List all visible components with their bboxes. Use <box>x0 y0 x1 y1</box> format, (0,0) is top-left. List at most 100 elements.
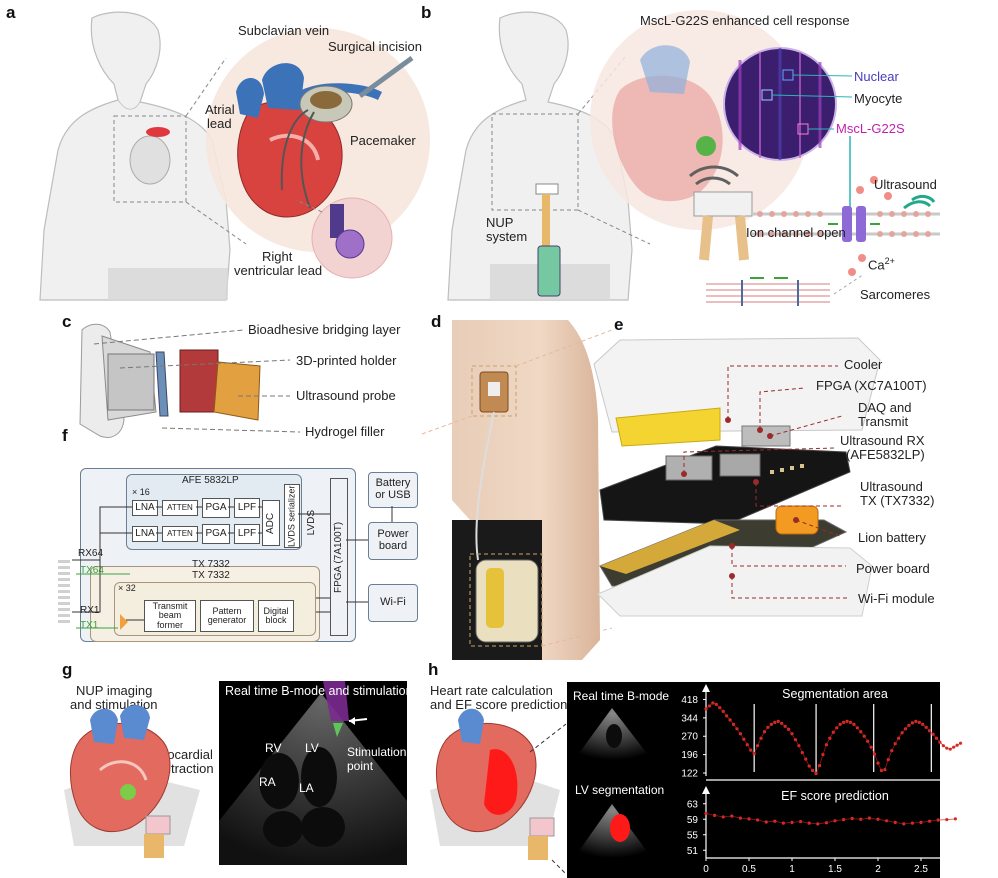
h-caption-1: Heart rate calculation <box>430 683 553 698</box>
x-tick-label: 2.5 <box>914 864 928 875</box>
label-daq: DAQ and <box>858 400 912 415</box>
x-tick-label: 0 <box>703 864 709 875</box>
label-sarcomeres: Sarcomeres <box>860 287 931 302</box>
f-wifi: Wi-Fi <box>368 584 418 622</box>
series-line <box>705 813 956 825</box>
h-bmode-label: Real time B-mode <box>573 689 670 703</box>
panel-letter-c: c <box>62 312 72 331</box>
f-lna-2: LNA <box>132 526 158 542</box>
g-label-rv: RV <box>265 741 282 755</box>
x-tick-label: 2 <box>875 864 881 875</box>
panel-letter-a: a <box>6 3 16 22</box>
y-axis-arrow <box>702 684 710 692</box>
g-label-ra: RA <box>259 775 276 789</box>
x-tick-label: 1.5 <box>828 864 842 875</box>
panel-letter-g: g <box>62 660 73 679</box>
g-bmode-image: Real time B-mode and stimulation RV LV R… <box>219 681 413 865</box>
label-mscl-g22s: MscL-G22S <box>836 121 905 136</box>
f-atten-2: ATTEN <box>162 526 198 542</box>
segmentation-area-chart: Segmentation area 122 196 270 344 418 <box>681 684 963 784</box>
panel-letter-b: b <box>421 3 432 22</box>
label-myocyte: Myocyte <box>854 91 903 106</box>
y-tick-label: 122 <box>681 769 698 780</box>
label-afe: (AFE5832LP) <box>846 447 925 462</box>
y-tick-label: 270 <box>681 732 698 743</box>
label-us-rx: Ultrasound RX <box>840 433 925 448</box>
label-3d-holder: 3D-printed holder <box>296 353 397 368</box>
x-tick-label: 1 <box>789 864 795 875</box>
f-lpf-2: LPF <box>234 524 260 544</box>
y-tick-label: 59 <box>687 815 699 826</box>
label-nup: NUP <box>486 215 514 230</box>
f-lna-1: LNA <box>132 500 158 516</box>
chart-title: EF score prediction <box>781 789 889 803</box>
h-lvseg-label: LV segmentation <box>575 783 665 797</box>
g-us-title: Real time B-mode and stimulation <box>225 684 413 698</box>
panel-letter-h: h <box>428 660 439 679</box>
f-pga-1: PGA <box>202 498 230 518</box>
y-tick-label: 55 <box>687 830 699 841</box>
f-x32: × 32 <box>118 583 136 593</box>
label-lion-battery: Lion battery <box>858 530 926 545</box>
label-atrial: Atrial <box>205 102 235 117</box>
series-line <box>705 702 961 775</box>
f-rx64: RX64 <box>78 548 104 559</box>
g-label-la: LA <box>299 781 314 795</box>
label-power-board: Power board <box>856 561 930 576</box>
f-lpf-1: LPF <box>234 498 260 518</box>
f-pga-2: PGA <box>202 524 230 544</box>
y-tick-label: 418 <box>681 695 698 706</box>
label-hydrogel: Hydrogel filler <box>305 424 385 439</box>
label-ventricular-lead: ventricular lead <box>234 263 323 278</box>
chart-title: Segmentation area <box>782 687 888 701</box>
label-nuclear: Nuclear <box>854 69 899 84</box>
label-subclavian-vein: Subclavian vein <box>238 23 330 38</box>
data-point <box>953 817 958 821</box>
y-axis-arrow <box>702 786 710 794</box>
y-tick-label: 344 <box>681 713 698 724</box>
y-tick-label: 196 <box>681 750 698 761</box>
label-pacemaker: Pacemaker <box>350 133 416 148</box>
f-tx-label-1: TX 7332 <box>192 559 230 570</box>
label-bioadhesive: Bioadhesive bridging layer <box>248 322 401 337</box>
h-caption-2: and EF score prediction <box>430 697 568 712</box>
label-fpga: FPGA (XC7A100T) <box>816 378 927 393</box>
label-ultrasound-b: Ultrasound <box>874 177 937 192</box>
g-caption-1: NUP imaging <box>76 683 153 698</box>
label-ca: Ca2+ <box>868 256 895 273</box>
label-cooler: Cooler <box>844 357 883 372</box>
g-label-lv: LV <box>305 741 319 755</box>
label-ultrasound-probe: Ultrasound probe <box>296 388 396 403</box>
panel-letter-e: e <box>614 315 624 334</box>
x-tick-label: 0.5 <box>742 864 756 875</box>
label-us-tx: Ultrasound <box>860 479 923 494</box>
panel-letter-d: d <box>431 312 442 331</box>
label-lead: lead <box>207 116 232 131</box>
f-atten-1: ATTEN <box>162 500 198 516</box>
label-transmit: Transmit <box>858 414 909 429</box>
y-tick-label: 63 <box>687 799 699 810</box>
g-stim-1: Stimulation <box>347 745 407 759</box>
label-wifi-module: Wi-Fi module <box>858 591 935 606</box>
panel-b-title: MscL-G22S enhanced cell response <box>640 13 850 28</box>
f-tx64: TX64 <box>80 565 104 576</box>
f-tx-label-2: TX 7332 <box>192 570 230 581</box>
f-afe-label: AFE 5832LP <box>182 475 239 486</box>
f-x16: × 16 <box>132 487 150 497</box>
label-ion-channel-open: Ion channel open <box>746 225 846 240</box>
label-tx7332: TX (TX7332) <box>860 493 935 508</box>
label-right: Right <box>262 249 293 264</box>
g-stim-2: point <box>347 759 374 773</box>
panel-letter-f: f <box>62 426 68 445</box>
